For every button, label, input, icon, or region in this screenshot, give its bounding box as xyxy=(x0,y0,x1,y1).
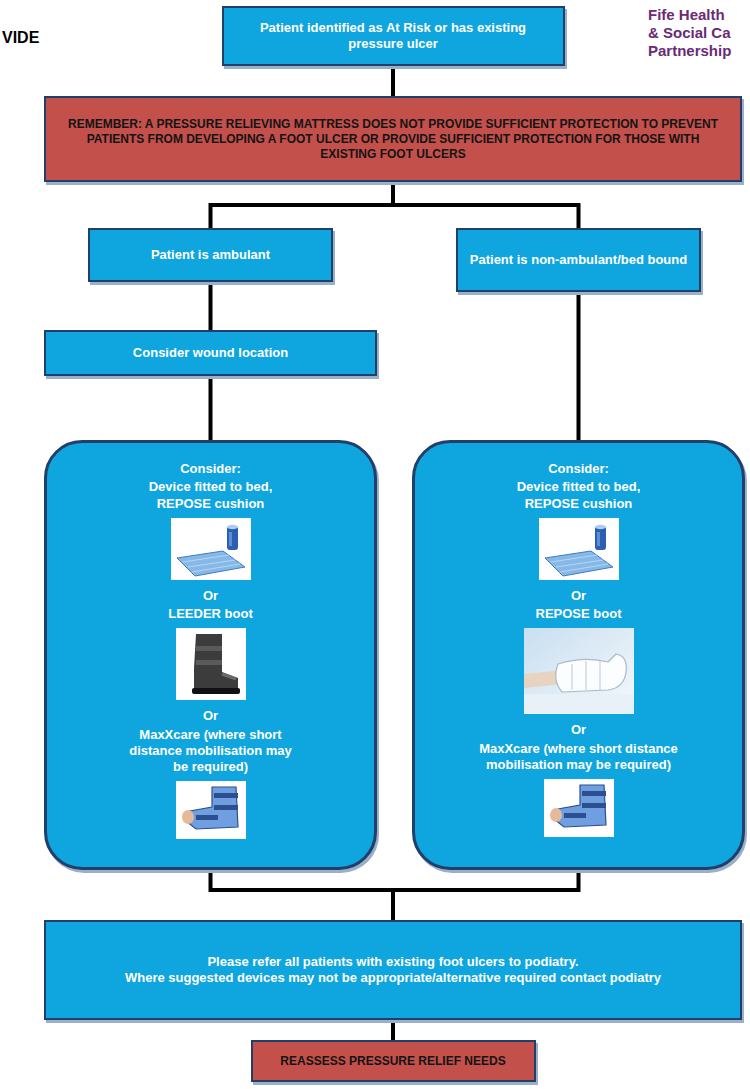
connector-line xyxy=(391,66,395,96)
connector-line xyxy=(391,1020,395,1040)
warning-banner: REMEMBER: A PRESSURE RELIEVING MATTRESS … xyxy=(44,96,742,182)
box-text: Please refer all patients with existing … xyxy=(207,954,578,970)
box-text: Or xyxy=(571,588,586,604)
box-text: Where suggested devices may not be appro… xyxy=(125,970,661,986)
connector-line xyxy=(393,182,579,228)
box-text: Consider wound location xyxy=(133,345,288,361)
box-text: Or xyxy=(203,708,218,724)
box-text: Patient is ambulant xyxy=(151,247,270,263)
box-text: MaxXcare (where short distance mobilisat… xyxy=(449,741,709,774)
repose-boot-picture xyxy=(524,628,634,714)
connector-line xyxy=(211,182,394,228)
connector-line xyxy=(393,870,579,920)
box-text: MaxXcare (where short distance mobilisat… xyxy=(123,727,298,776)
option-panel: Consider: Device fitted to bed, REPOSE cu… xyxy=(44,440,377,870)
box-text: Or xyxy=(203,588,218,604)
option-panel: Consider: Device fitted to bed, REPOSE cu… xyxy=(412,440,745,870)
box-text: LEEDER boot xyxy=(168,606,253,622)
box-text: Patient identified as At Risk or has exi… xyxy=(234,20,553,53)
box-text: Or xyxy=(571,722,586,738)
logo-text: & Social Ca xyxy=(648,24,731,42)
maxxcare-boot-picture xyxy=(544,779,614,837)
process-box: Patient is non-ambulant/bed bound xyxy=(456,228,701,292)
box-text: REMEMBER: A PRESSURE RELIEVING MATTRESS … xyxy=(58,117,728,162)
leeder-boot-picture xyxy=(176,628,246,700)
process-box: Consider wound location xyxy=(44,330,377,376)
connector-line xyxy=(209,282,213,330)
maxxcare-boot-picture xyxy=(176,781,246,839)
referral-box: Please refer all patients with existing … xyxy=(44,920,742,1020)
connector-line xyxy=(577,292,581,440)
box-text: Device fitted to bed, REPOSE cushion xyxy=(494,479,664,512)
cushion-picture xyxy=(539,518,619,580)
box-text: Device fitted to bed, REPOSE cushion xyxy=(126,479,296,512)
process-box: Patient is ambulant xyxy=(88,228,333,282)
logo-text: Partnership xyxy=(648,42,731,60)
end-box: REASSESS PRESSURE RELIEF NEEDS xyxy=(251,1040,536,1082)
connector-line xyxy=(211,870,394,920)
start-box: Patient identified as At Risk or has exi… xyxy=(222,6,565,66)
box-text: REASSESS PRESSURE RELIEF NEEDS xyxy=(280,1054,505,1069)
box-text: Consider: xyxy=(548,461,609,477)
box-text: Consider: xyxy=(180,461,241,477)
logo-text: Fife Health xyxy=(648,6,725,24)
cushion-picture xyxy=(171,518,251,580)
title-fragment: VIDE xyxy=(2,28,39,47)
connector-line xyxy=(209,376,213,440)
box-text: Patient is non-ambulant/bed bound xyxy=(470,252,687,268)
box-text: REPOSE boot xyxy=(536,606,622,622)
